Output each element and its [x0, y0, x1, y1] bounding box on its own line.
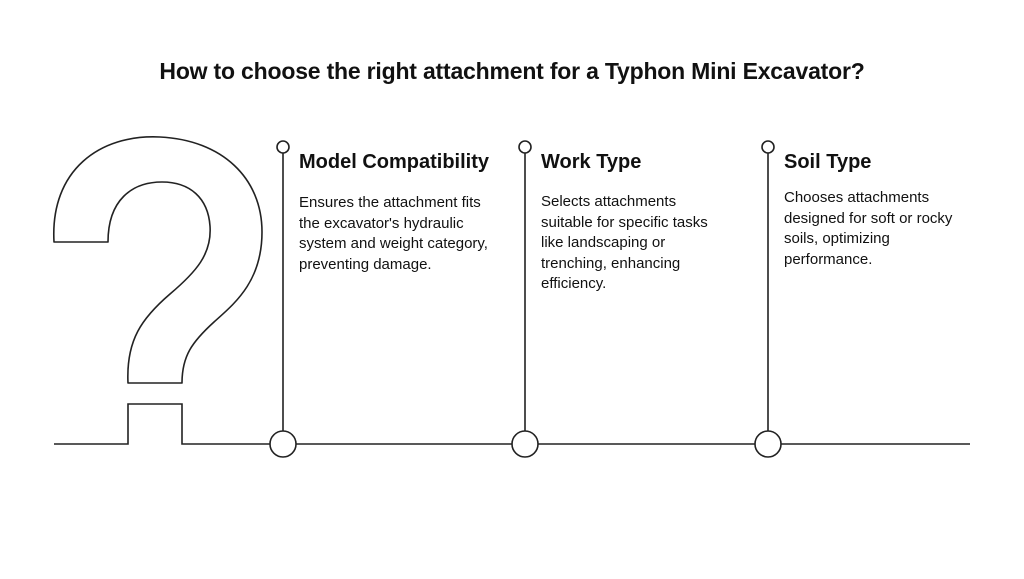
timeline-marker-1	[269, 140, 297, 458]
item-heading: Soil Type	[784, 151, 872, 173]
timeline-marker-2	[511, 140, 539, 458]
page-title: How to choose the right attachment for a…	[159, 58, 865, 84]
item-soil-type: Soil Type Chooses attachments designed f…	[784, 149, 974, 270]
item-description: Selects attachments suitable for specifi…	[541, 193, 708, 292]
timeline-baseline	[54, 403, 970, 445]
item-model-compatibility: Model Compatibility Ensures the attachme…	[299, 149, 489, 275]
item-heading: Model Compatibility	[299, 151, 489, 173]
item-work-type: Work Type Selects attachments suitable f…	[541, 149, 731, 295]
item-heading: Work Type	[541, 151, 642, 173]
timeline-marker-3	[754, 140, 782, 458]
item-description: Chooses attachments designed for soft or…	[784, 189, 953, 268]
item-description: Ensures the attachment fits the excavato…	[299, 194, 488, 273]
question-mark-icon	[53, 136, 263, 384]
